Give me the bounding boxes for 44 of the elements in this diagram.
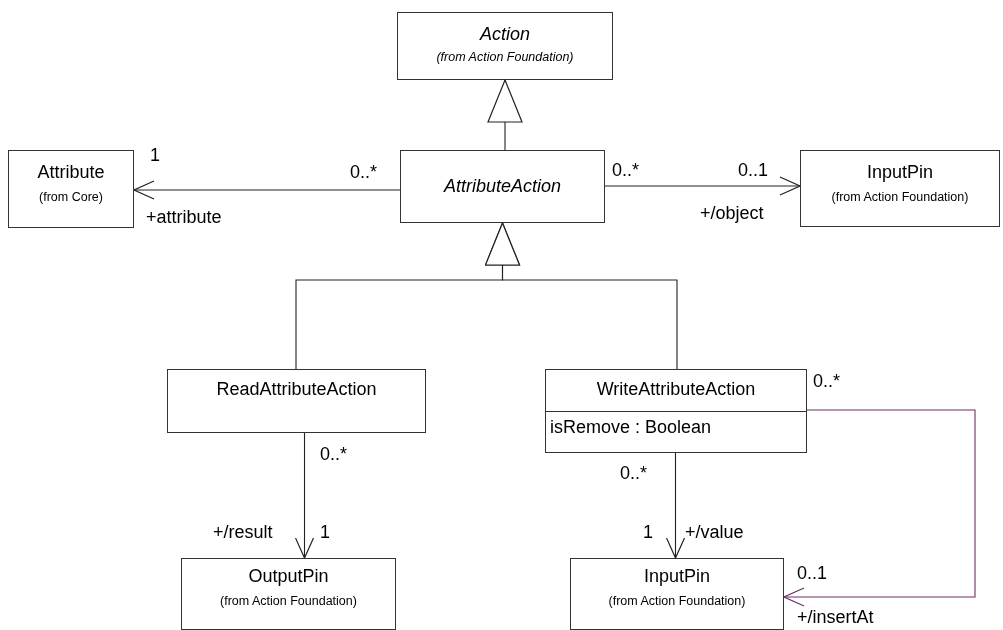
multiplicity: 0..1 [797,563,828,583]
package-note: (from Core) [38,189,104,205]
class-name: OutputPin [247,565,330,587]
class-box [167,369,426,433]
multiplicity: 0..* [813,371,841,391]
class-name: ReadAttributeAction [215,378,378,400]
role-name: +attribute [146,207,222,227]
association-arrow [665,452,686,559]
multiplicity: 0..1 [738,160,769,180]
attribute-text: isRemove : Boolean [546,411,806,438]
multiplicity: 0..* [620,463,648,483]
multiplicity: 1 [150,145,160,165]
class-box [545,369,807,453]
multiplicity: 1 [320,522,330,542]
class-box [400,150,605,223]
generalization-arrow [487,79,523,151]
role-name: +/insertAt [797,607,874,627]
class-box [397,12,613,80]
package-note: (from Action Foundation) [607,593,747,609]
role-name: +/value [685,522,744,542]
class-name: InputPin [865,161,935,183]
class-name: Action [478,23,531,45]
class-box [800,150,1000,227]
class-box [570,558,784,630]
multiplicity: 0..* [350,162,378,182]
class-name: AttributeAction [442,175,563,197]
class-name: WriteAttributeAction [595,378,757,401]
class-name: InputPin [642,565,712,587]
multiplicity: 0..* [320,444,348,464]
package-note: (from Action Foundation) [830,189,970,205]
association-arrow [294,432,315,559]
package-note: (from Action Foundation) [219,593,358,609]
package-note: (from Action Foundation) [435,49,575,65]
role-name: +/result [213,522,273,542]
multiplicity: 1 [643,522,653,542]
class-box [8,150,134,228]
association-arrow [133,180,401,200]
role-name: +/object [700,203,764,223]
association-arrow [604,176,801,196]
class-box [181,558,396,630]
generalization-arrow [484,222,678,370]
association-arrow [783,409,976,607]
multiplicity: 0..* [612,160,640,180]
class-name: Attribute [36,161,106,183]
